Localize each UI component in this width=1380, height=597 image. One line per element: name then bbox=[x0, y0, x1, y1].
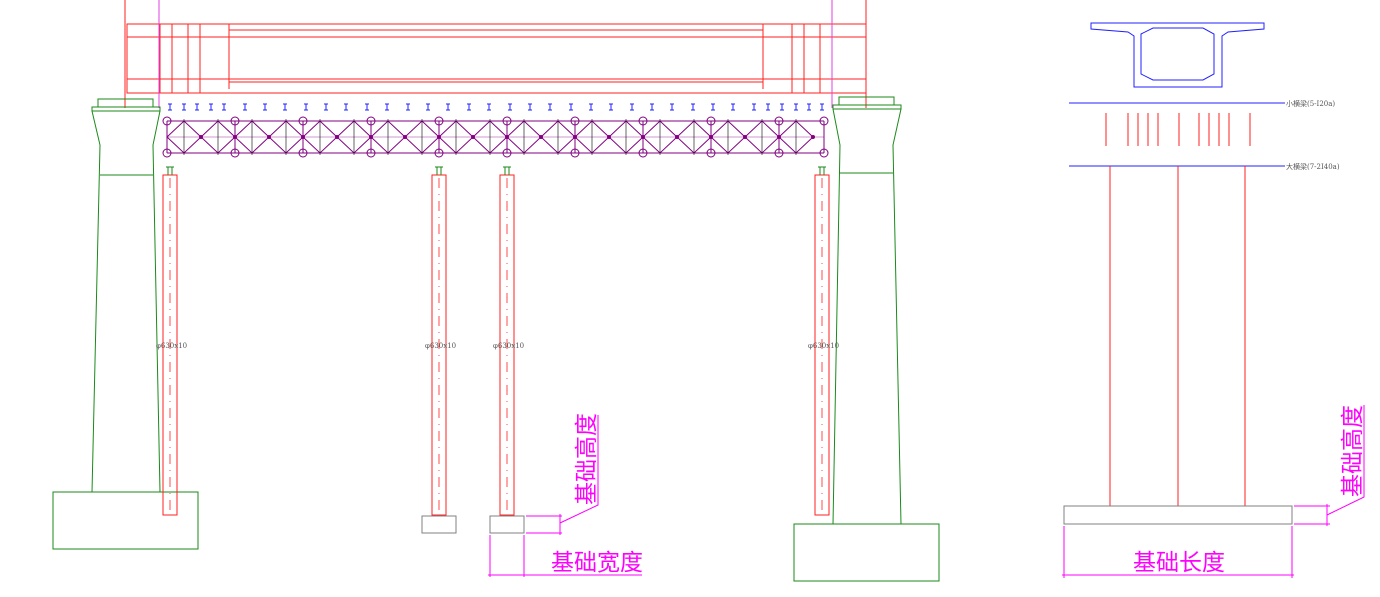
i-beam-icon bbox=[752, 103, 756, 111]
pile-label: φ630x10 bbox=[425, 342, 456, 350]
foundation-width-label: 基础宽度 bbox=[551, 550, 643, 576]
i-beam-icon bbox=[209, 103, 213, 111]
i-beam-icon bbox=[711, 103, 715, 111]
i-beam-icon bbox=[406, 103, 410, 111]
i-beam-icon bbox=[195, 103, 199, 111]
i-beam-icon bbox=[324, 103, 328, 111]
i-beam-icon bbox=[446, 103, 450, 111]
i-beam-icon bbox=[263, 103, 267, 111]
i-beam-icon bbox=[222, 103, 226, 111]
pile-label: φ630x10 bbox=[808, 342, 839, 350]
bailey-truss bbox=[162, 116, 829, 158]
i-beam-icon bbox=[820, 103, 824, 111]
pile-cap-icon bbox=[818, 166, 826, 175]
section-footing bbox=[1063, 505, 1293, 525]
pier-footing bbox=[489, 515, 525, 534]
i-beam-icon bbox=[650, 103, 654, 111]
i-beam-icon bbox=[794, 103, 798, 111]
box-girder-section bbox=[1090, 22, 1265, 88]
section-piles bbox=[1109, 166, 1246, 506]
steel-pile bbox=[499, 174, 515, 516]
i-beam-icon bbox=[548, 103, 552, 111]
i-beam-icon bbox=[508, 103, 512, 111]
i-beam-icon bbox=[780, 103, 784, 111]
steel-pile bbox=[431, 174, 447, 516]
small-crossbeam-label: 小横梁(5-I20a) bbox=[1286, 99, 1335, 108]
truss-node bbox=[811, 135, 815, 139]
i-beam-icon bbox=[731, 103, 735, 111]
i-beam-icon bbox=[528, 103, 532, 111]
i-beam-icon bbox=[283, 103, 287, 111]
i-beam-icon bbox=[365, 103, 369, 111]
pier-footing bbox=[421, 515, 457, 534]
i-beam-icon bbox=[589, 103, 593, 111]
pile-cap-icon bbox=[166, 166, 174, 175]
steel-pile bbox=[162, 174, 178, 516]
i-beam-icon bbox=[630, 103, 634, 111]
i-beam-icon bbox=[569, 103, 573, 111]
foundation-height-label: 基础高度 bbox=[574, 413, 600, 505]
i-beam-icon bbox=[467, 103, 471, 111]
i-beam-icon bbox=[487, 103, 491, 111]
longitudinal-beams bbox=[1105, 113, 1251, 146]
i-beam-icon bbox=[243, 103, 247, 111]
i-beam-icon bbox=[670, 103, 674, 111]
large-crossbeam-label: 大横梁(7-2I40a) bbox=[1286, 162, 1340, 171]
pile-cap-icon bbox=[503, 166, 511, 175]
steel-piles: φ630x10 φ630x10 φ630x10 φ630x10 bbox=[156, 166, 839, 516]
foundation-length-label: 基础长度 bbox=[1133, 550, 1225, 576]
i-beam-icon bbox=[807, 103, 811, 111]
i-beam-icon bbox=[304, 103, 308, 111]
i-beam-icon bbox=[385, 103, 389, 111]
small-crossbeams bbox=[168, 103, 824, 111]
i-beam-icon bbox=[168, 103, 172, 111]
pile-label: φ630x10 bbox=[156, 342, 187, 350]
section-foundation-height-label: 基础高度 bbox=[1340, 405, 1366, 497]
i-beam-icon bbox=[691, 103, 695, 111]
i-beam-icon bbox=[182, 103, 186, 111]
i-beam-icon bbox=[426, 103, 430, 111]
right-abutment bbox=[793, 96, 940, 582]
i-beam-icon bbox=[766, 103, 770, 111]
i-beam-icon bbox=[344, 103, 348, 111]
section-dimension-lines bbox=[1062, 405, 1365, 578]
left-abutment bbox=[52, 98, 199, 550]
pile-label: φ630x10 bbox=[493, 342, 524, 350]
dimension-lines bbox=[488, 415, 642, 577]
i-beam-icon bbox=[609, 103, 613, 111]
pile-cap-icon bbox=[435, 166, 443, 175]
main-girder-elevation bbox=[124, 0, 867, 108]
steel-pile bbox=[814, 174, 830, 516]
